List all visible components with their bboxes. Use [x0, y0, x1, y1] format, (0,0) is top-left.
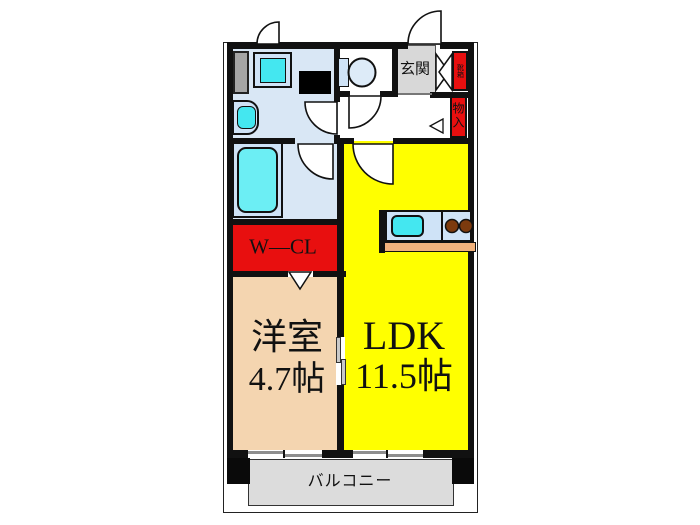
kitchen-wall-stub: [379, 210, 385, 253]
kitchen-counter-divider: [441, 212, 443, 240]
wall: [334, 138, 354, 144]
kitchen-ledge: [384, 242, 476, 252]
wall: [468, 252, 474, 458]
wall: [227, 450, 248, 458]
sliding-door-panel: [340, 359, 346, 385]
western-room-label: 洋室: [250, 317, 324, 357]
pipe-shaft: [233, 51, 249, 94]
wall: [392, 42, 398, 97]
ldk-size: 11.5帖: [355, 356, 453, 396]
washbasin-bowl: [237, 106, 256, 129]
entrance-step-line: [398, 93, 432, 95]
entrance-label: 玄関: [399, 61, 431, 78]
window-mullion: [283, 450, 285, 458]
wall: [227, 42, 408, 49]
entrance-threshold: [408, 43, 440, 45]
entrance-door-swing: [407, 10, 442, 45]
room-ldk: [338, 141, 471, 452]
wall: [393, 138, 474, 144]
walk-in-closet-label: W—CL: [249, 234, 317, 259]
shaft-block: [299, 71, 331, 94]
storage-label: 物入: [451, 102, 465, 130]
window-western-room: [248, 450, 322, 458]
western-room-size: 4.7帖: [248, 361, 326, 398]
bathtub: [237, 147, 278, 213]
shoe-box: [452, 51, 468, 91]
shoe-box-label: 靴箱: [456, 64, 465, 78]
kitchen-sink: [391, 215, 424, 237]
window-pane: [353, 450, 386, 454]
washing-machine-pan-inner: [260, 58, 286, 83]
ldk-label: LDK: [362, 313, 446, 358]
balcony-label: バルコニー: [307, 473, 393, 490]
window-pane: [387, 454, 423, 458]
balcony-floor: [248, 459, 454, 506]
sliding-door-panel: [335, 337, 341, 363]
wall: [227, 219, 344, 225]
window-pane: [248, 450, 284, 454]
pillar-left: [227, 457, 250, 484]
wall: [227, 42, 233, 458]
window-ldk: [353, 450, 423, 458]
room-western: [230, 274, 342, 452]
wall: [440, 42, 474, 49]
wall: [334, 42, 340, 102]
wall: [423, 450, 474, 458]
wall: [227, 271, 346, 277]
wall: [337, 141, 344, 452]
wall: [227, 138, 295, 144]
toilet-tank: [338, 58, 349, 87]
window-pane: [284, 454, 322, 458]
wall: [380, 91, 392, 97]
closet-opening: [288, 271, 313, 277]
wall: [430, 92, 474, 98]
hatch-door-swing: [256, 21, 280, 45]
wall: [322, 450, 353, 458]
window-mullion: [386, 450, 388, 458]
pillar-right: [452, 457, 474, 484]
wall: [334, 91, 350, 97]
